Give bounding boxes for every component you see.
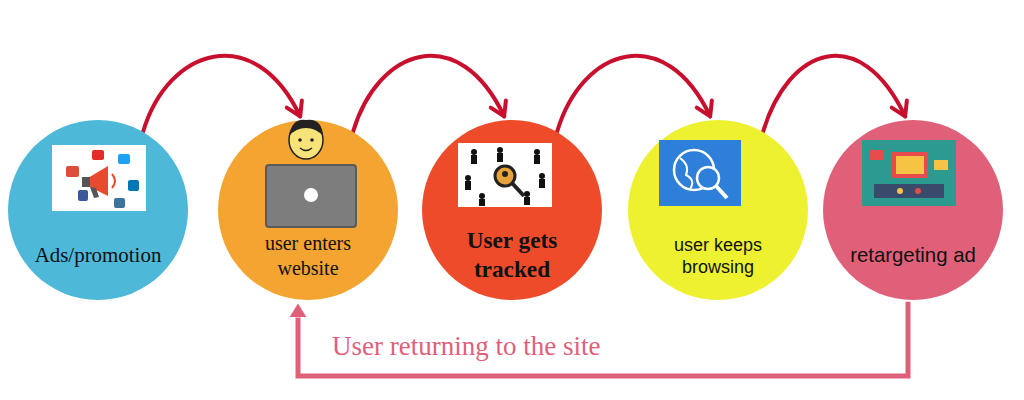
step-label: retargeting ad bbox=[838, 243, 988, 268]
step-label: user enters website bbox=[233, 231, 383, 281]
social-icon bbox=[52, 145, 146, 211]
step-label: Ads/promotion bbox=[23, 242, 173, 268]
step-circle: User gets tracked bbox=[422, 120, 602, 300]
user-laptop-icon bbox=[266, 120, 356, 227]
step-circle: Ads/promotion bbox=[8, 120, 188, 300]
flow-arrow bbox=[290, 302, 908, 376]
flow-arrow bbox=[143, 56, 302, 132]
step-label: user keeps browsing bbox=[643, 234, 793, 279]
step-circle: user keeps browsing bbox=[628, 120, 808, 300]
browse-icon bbox=[659, 140, 741, 206]
tracking-icon bbox=[458, 143, 552, 207]
step-circle: user enters website bbox=[218, 120, 398, 300]
ad-icon bbox=[862, 140, 956, 206]
flow-arrow bbox=[557, 56, 712, 132]
step-label: User gets tracked bbox=[437, 226, 587, 284]
flow-arrow bbox=[763, 56, 907, 132]
flow-arrow bbox=[353, 56, 506, 132]
step-circle: retargeting ad bbox=[823, 120, 1003, 300]
edge-label: User returning to the site bbox=[328, 331, 604, 362]
